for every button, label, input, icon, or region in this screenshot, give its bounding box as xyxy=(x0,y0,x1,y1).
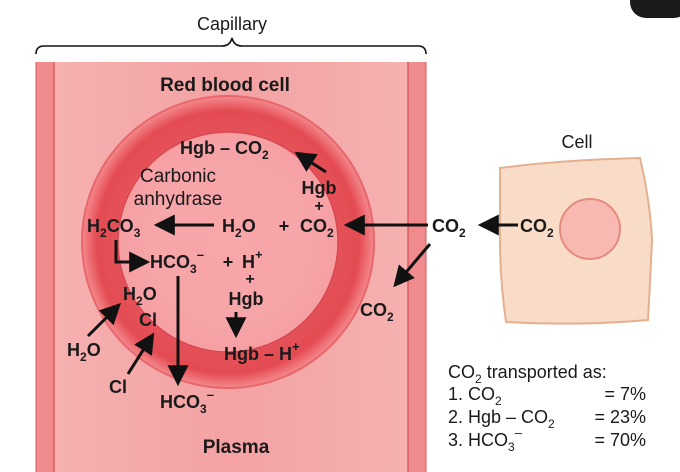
plus-sign-center: + xyxy=(279,216,290,236)
hco3-label-rbc: HCO3– xyxy=(150,247,204,276)
arrow-co2-plasma xyxy=(393,243,432,288)
transport-row-percent: = 70% xyxy=(594,430,646,450)
cl-label-plasma: Cl xyxy=(109,377,127,397)
hgb-co2-label: Hgb – CO2 xyxy=(180,138,269,162)
co2-label-cell: CO2 xyxy=(520,216,554,240)
arrow-h2o-in xyxy=(86,303,121,338)
rbc-label: Red blood cell xyxy=(160,75,290,96)
h2o-label-plasma: H2O xyxy=(67,340,101,364)
hgb-label-top: Hgb xyxy=(302,178,337,198)
transport-title: CO2 transported as: xyxy=(448,362,607,386)
transport-row: 2. Hgb – CO2 xyxy=(448,407,555,431)
cl-label-rbc: Cl xyxy=(139,310,157,330)
hgb-label-mid: Hgb xyxy=(229,289,264,309)
transport-row: 3. HCO3– xyxy=(448,425,523,454)
hco3-label-plasma: HCO3– xyxy=(160,387,214,416)
arrow-to-hgb-co2 xyxy=(294,151,327,174)
plus-sign-hco3: + xyxy=(223,252,234,272)
arrow-to-hco3 xyxy=(114,240,151,273)
h-plus-label: H+ xyxy=(242,247,263,272)
plus-sign-top: + xyxy=(314,198,323,215)
cell-label: Cell xyxy=(561,132,592,152)
plasma-label: Plasma xyxy=(203,437,270,458)
h2o-label-center: H2O xyxy=(222,216,256,240)
co2-label-rbc: CO2 xyxy=(300,216,334,240)
transport-summary: CO2 transported as: 1. CO2 = 7% 2. Hgb –… xyxy=(448,362,646,454)
plus-sign-hgb: + xyxy=(245,271,254,288)
transport-row: 1. CO2 xyxy=(448,384,502,408)
cell-nucleus xyxy=(559,198,621,260)
co2-label-junction: CO2 xyxy=(432,216,466,240)
h2co3-label: H2CO3 xyxy=(87,216,141,240)
capillary-bracket xyxy=(35,37,427,55)
enzyme-label-2: anhydrase xyxy=(134,189,223,210)
corner-shape xyxy=(630,0,680,18)
enzyme-label-1: Carbonic xyxy=(140,166,216,187)
hgb-h-label: Hgb – H+ xyxy=(224,339,300,364)
capillary-label: Capillary xyxy=(197,14,267,34)
co2-label-plasma: CO2 xyxy=(360,300,394,324)
transport-row-percent: = 23% xyxy=(594,407,646,427)
h2o-label-rbc: H2O xyxy=(123,284,157,308)
transport-row-percent: = 7% xyxy=(604,384,646,404)
arrow-cl-in xyxy=(126,332,155,375)
